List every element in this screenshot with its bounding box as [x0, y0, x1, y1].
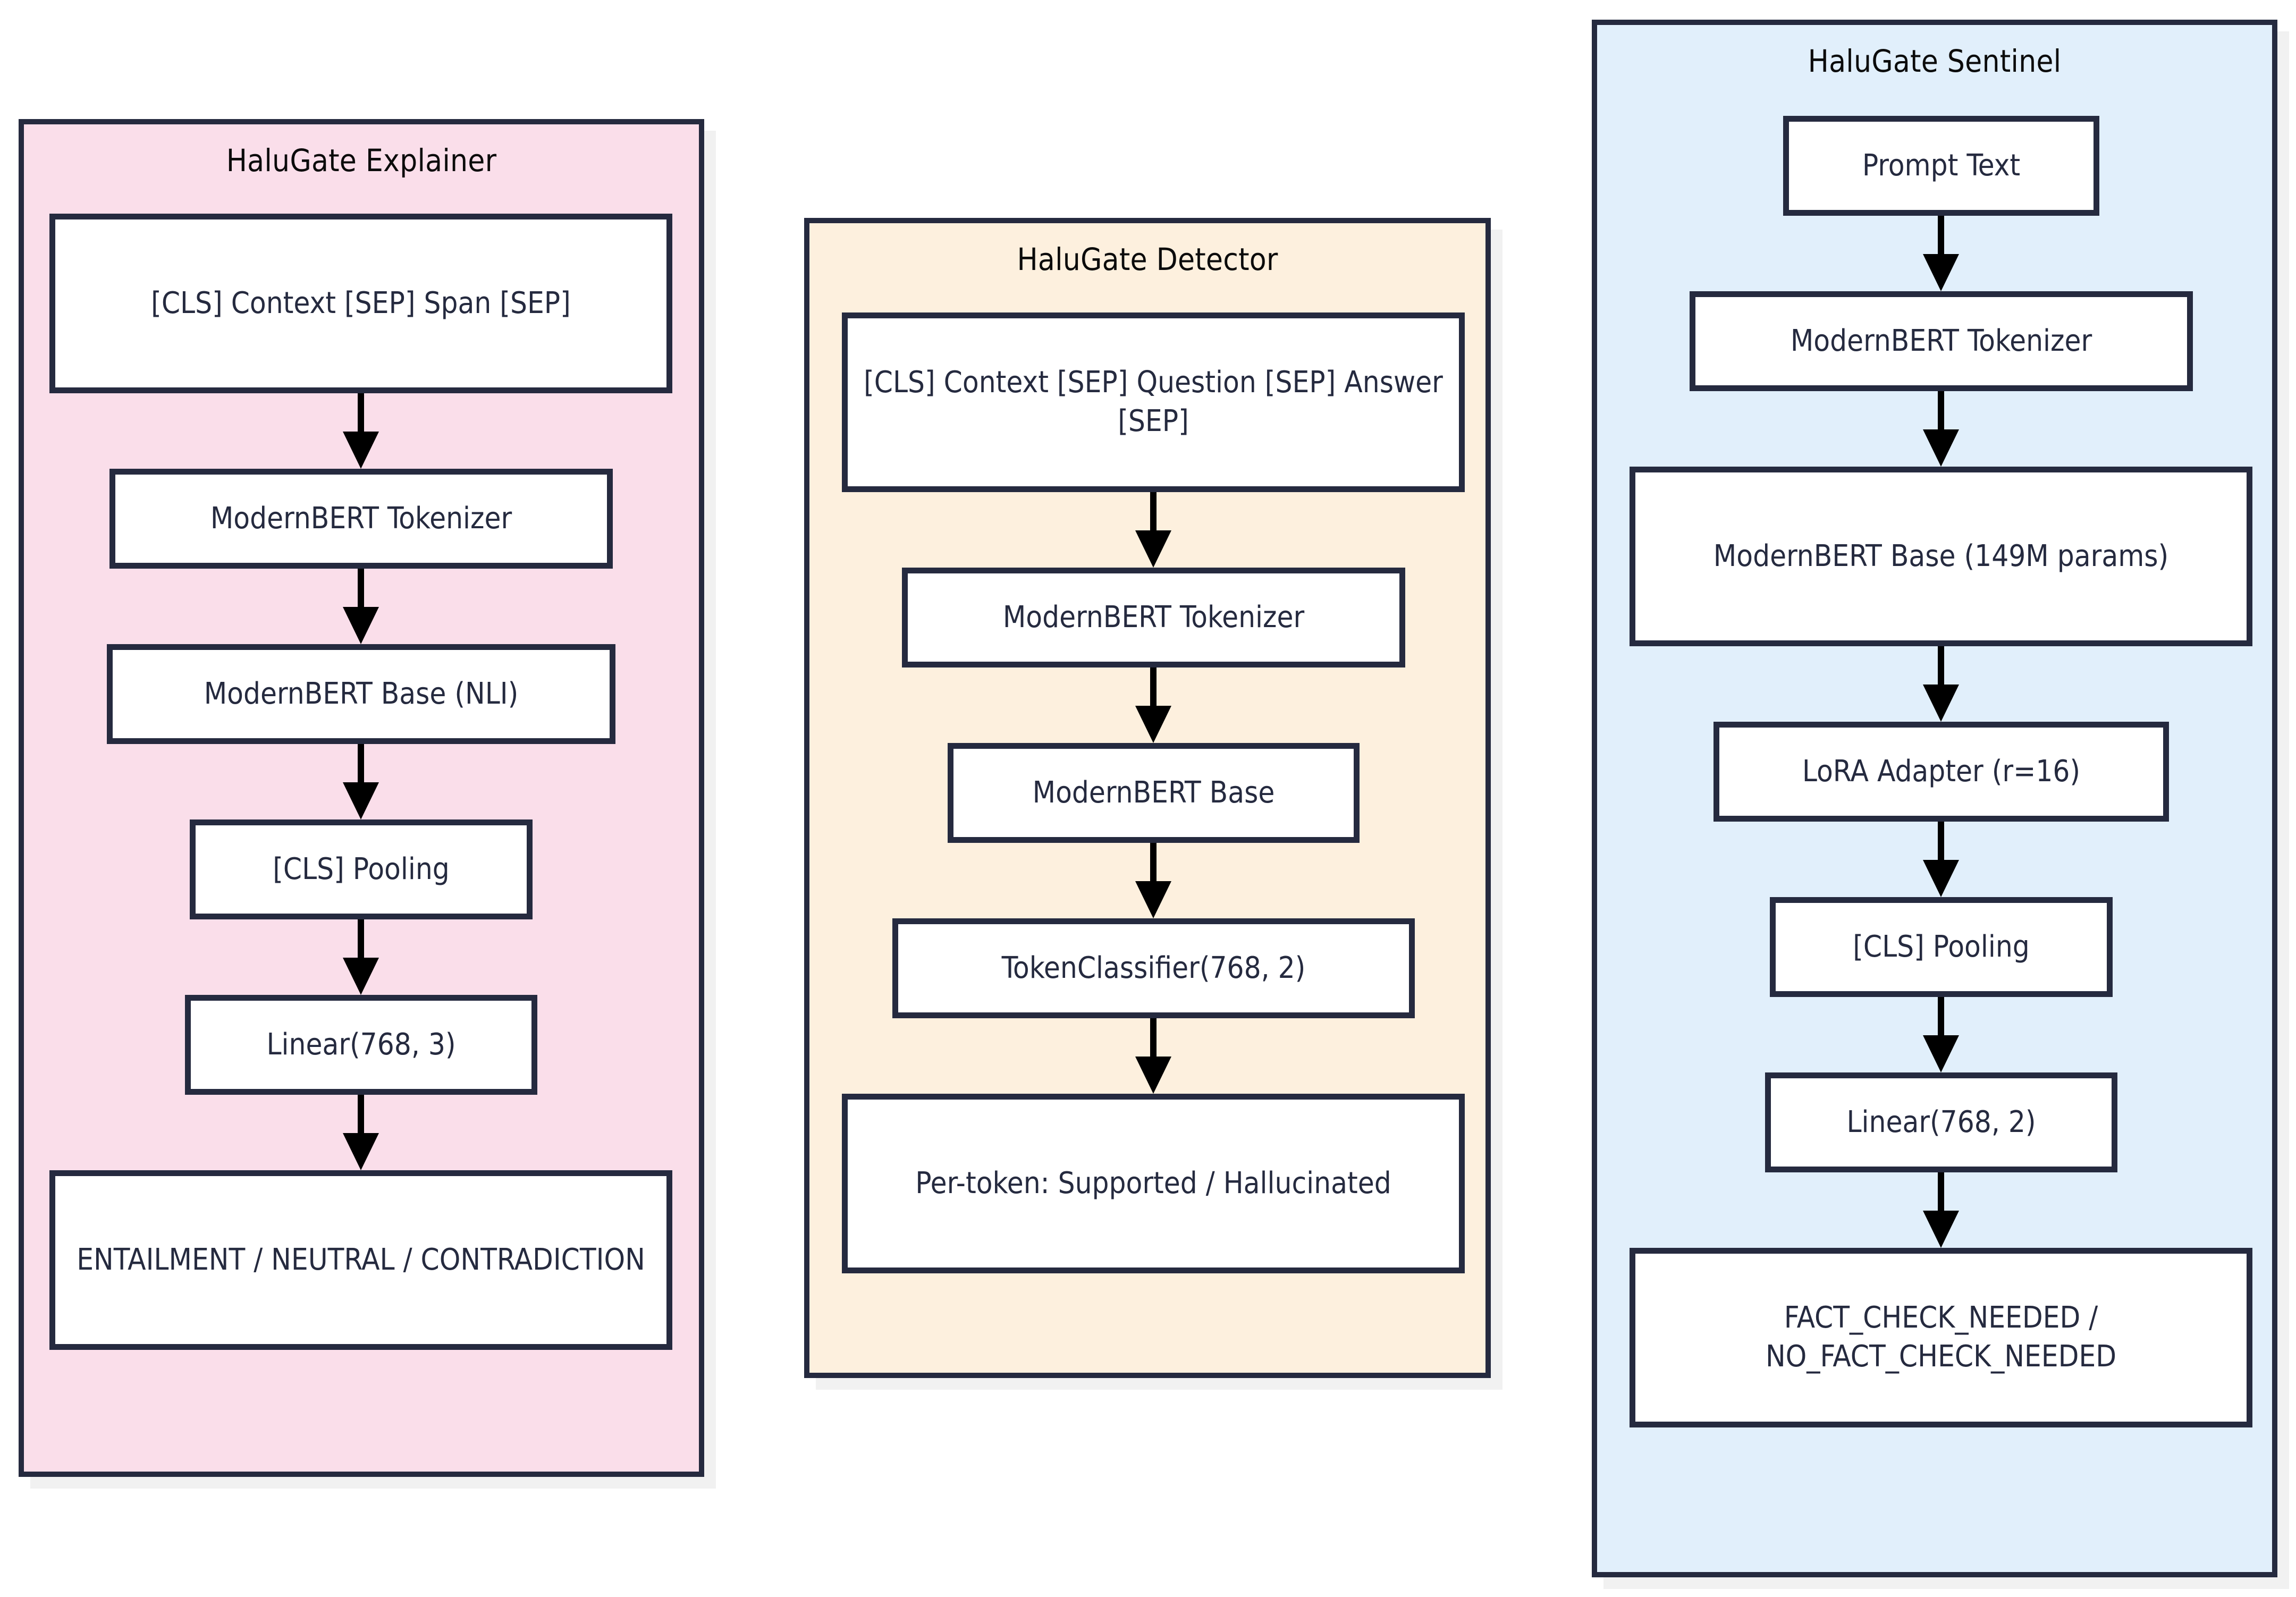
node-label: Prompt Text	[1862, 148, 2021, 183]
node-label: ModernBERT Tokenizer	[1002, 599, 1305, 635]
node-label: ENTAILMENT / NEUTRAL / CONTRADICTION	[77, 1242, 645, 1277]
node-label: ModernBERT Base	[1032, 775, 1275, 810]
node-label: TokenClassifier(768, 2)	[1001, 950, 1306, 985]
subgraph-title-sentinel: HaluGate Sentinel	[1808, 43, 2062, 79]
node-label: ModernBERT Base (NLI)	[204, 676, 519, 711]
node-det-classifier: TokenClassifier(768, 2)	[892, 918, 1421, 1024]
node-label: LoRA Adapter (r=16)	[1802, 754, 2081, 789]
node-sen-lora: LoRA Adapter (r=16)	[1713, 722, 2175, 827]
node-sen-tokenizer: ModernBERT Tokenizer	[1690, 291, 2199, 397]
node-det-input: [CLS] Context [SEP] Question [SEP] Answe…	[842, 312, 1471, 498]
node-sen-linear: Linear(768, 2)	[1765, 1072, 2123, 1178]
node-label: Linear(768, 2)	[1846, 1104, 2036, 1139]
node-exp-tokenizer: ModernBERT Tokenizer	[109, 469, 619, 574]
node-label: [CLS] Pooling	[1853, 929, 2030, 964]
node-det-tokenizer: ModernBERT Tokenizer	[902, 568, 1411, 673]
subgraph-title-explainer: HaluGate Explainer	[226, 142, 497, 179]
node-exp-pooling: [CLS] Pooling	[190, 819, 538, 925]
node-label: [CLS] Context [SEP] Question [SEP] Answe…	[864, 365, 1443, 438]
node-label: ModernBERT Tokenizer	[210, 501, 512, 536]
subgraph-title-detector: HaluGate Detector	[1017, 241, 1278, 277]
node-exp-base: ModernBERT Base (NLI)	[107, 644, 621, 750]
node-exp-input: [CLS] Context [SEP] Span [SEP]	[49, 214, 678, 399]
node-det-output: Per-token: Supported / Hallucinated	[842, 1094, 1471, 1279]
node-label: [CLS] Context [SEP] Span [SEP]	[151, 285, 571, 320]
node-label: Per-token: Supported / Hallucinated	[915, 1165, 1391, 1201]
node-label: FACT_CHECK_NEEDED / NO_FACT_CHECK_NEEDED	[1765, 1300, 2117, 1374]
node-exp-linear: Linear(768, 3)	[185, 995, 543, 1101]
node-exp-output-box: ENTAILMENT / NEUTRAL / CONTRADICTION	[49, 1170, 678, 1356]
node-sen-base: ModernBERT Base (149M params)	[1630, 467, 2258, 652]
node-label: [CLS] Pooling	[273, 851, 450, 886]
node-det-base: ModernBERT Base	[948, 743, 1365, 849]
node-label: ModernBERT Tokenizer	[1790, 323, 2092, 358]
node-label: Linear(768, 3)	[266, 1027, 456, 1062]
node-label: ModernBERT Base (149M params)	[1713, 538, 2169, 573]
node-sen-output: FACT_CHECK_NEEDED / NO_FACT_CHECK_NEEDED	[1630, 1248, 2258, 1433]
node-sen-pooling: [CLS] Pooling	[1770, 897, 2118, 1003]
node-sen-prompt: Prompt Text	[1783, 116, 2105, 222]
